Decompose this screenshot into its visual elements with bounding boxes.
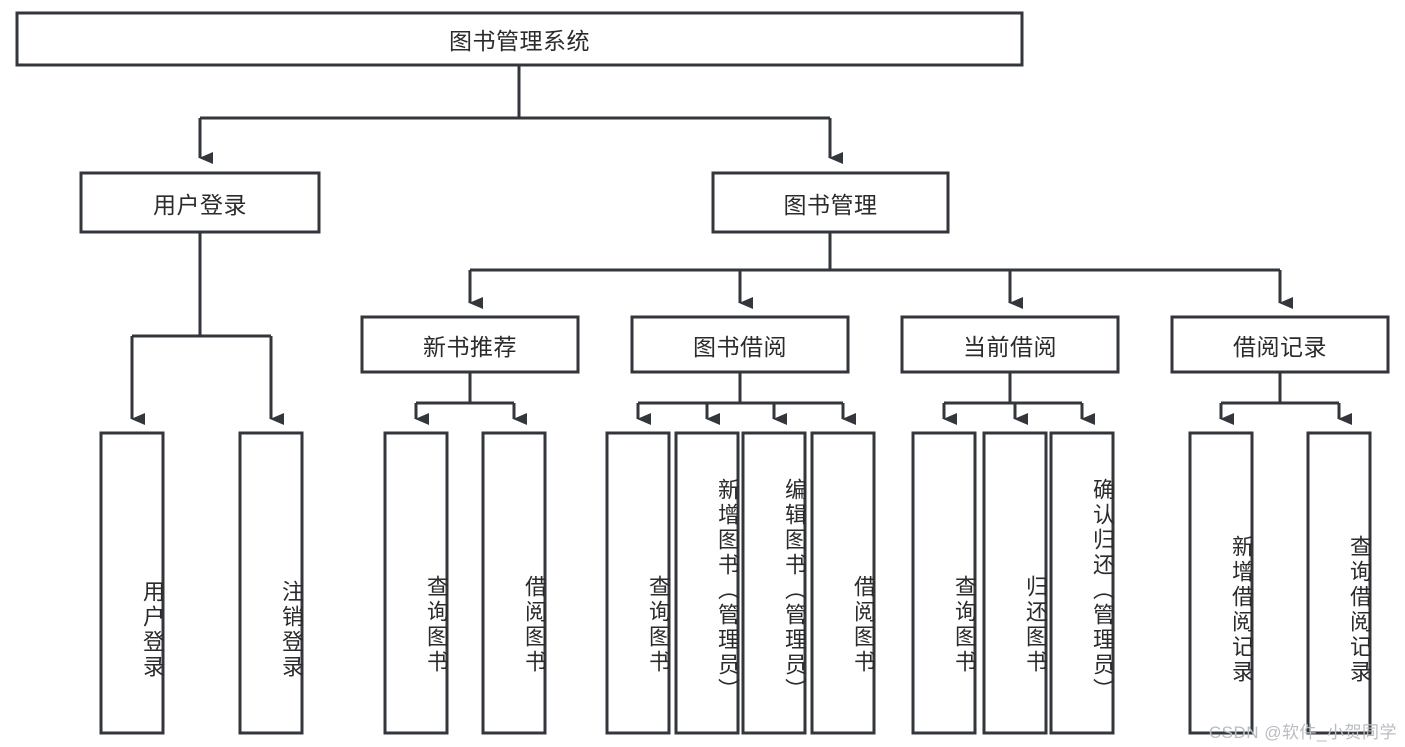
node-book-borrow[interactable]: [630, 315, 850, 374]
node-book-management[interactable]: [711, 171, 950, 234]
node-leaf-logout[interactable]: [238, 431, 304, 735]
node-leaf-query-books-new[interactable]: [383, 431, 449, 735]
csdn-watermark: CSDN @软件_小贺同学: [1208, 723, 1397, 742]
node-borrow-records[interactable]: [1170, 315, 1390, 374]
node-new-book-recommend[interactable]: [360, 315, 580, 374]
node-leaf-query-books-borrow[interactable]: [605, 431, 671, 735]
node-root-system[interactable]: [15, 11, 1024, 67]
node-leaf-return-book[interactable]: [982, 431, 1048, 735]
node-leaf-borrow-book[interactable]: [810, 431, 876, 735]
node-current-borrow[interactable]: [900, 315, 1120, 374]
node-leaf-user-login[interactable]: [99, 431, 165, 735]
node-leaf-confirm-return-admin[interactable]: [1049, 431, 1115, 735]
node-leaf-add-borrow-record[interactable]: [1188, 431, 1254, 735]
node-leaf-query-books-current[interactable]: [911, 431, 977, 735]
node-leaf-edit-book-admin[interactable]: [741, 431, 807, 735]
node-leaf-add-book-admin[interactable]: [674, 431, 740, 735]
node-leaf-query-borrow-record[interactable]: [1306, 431, 1372, 735]
node-user-login[interactable]: [79, 171, 321, 234]
node-leaf-borrow-books-new[interactable]: [481, 431, 547, 735]
